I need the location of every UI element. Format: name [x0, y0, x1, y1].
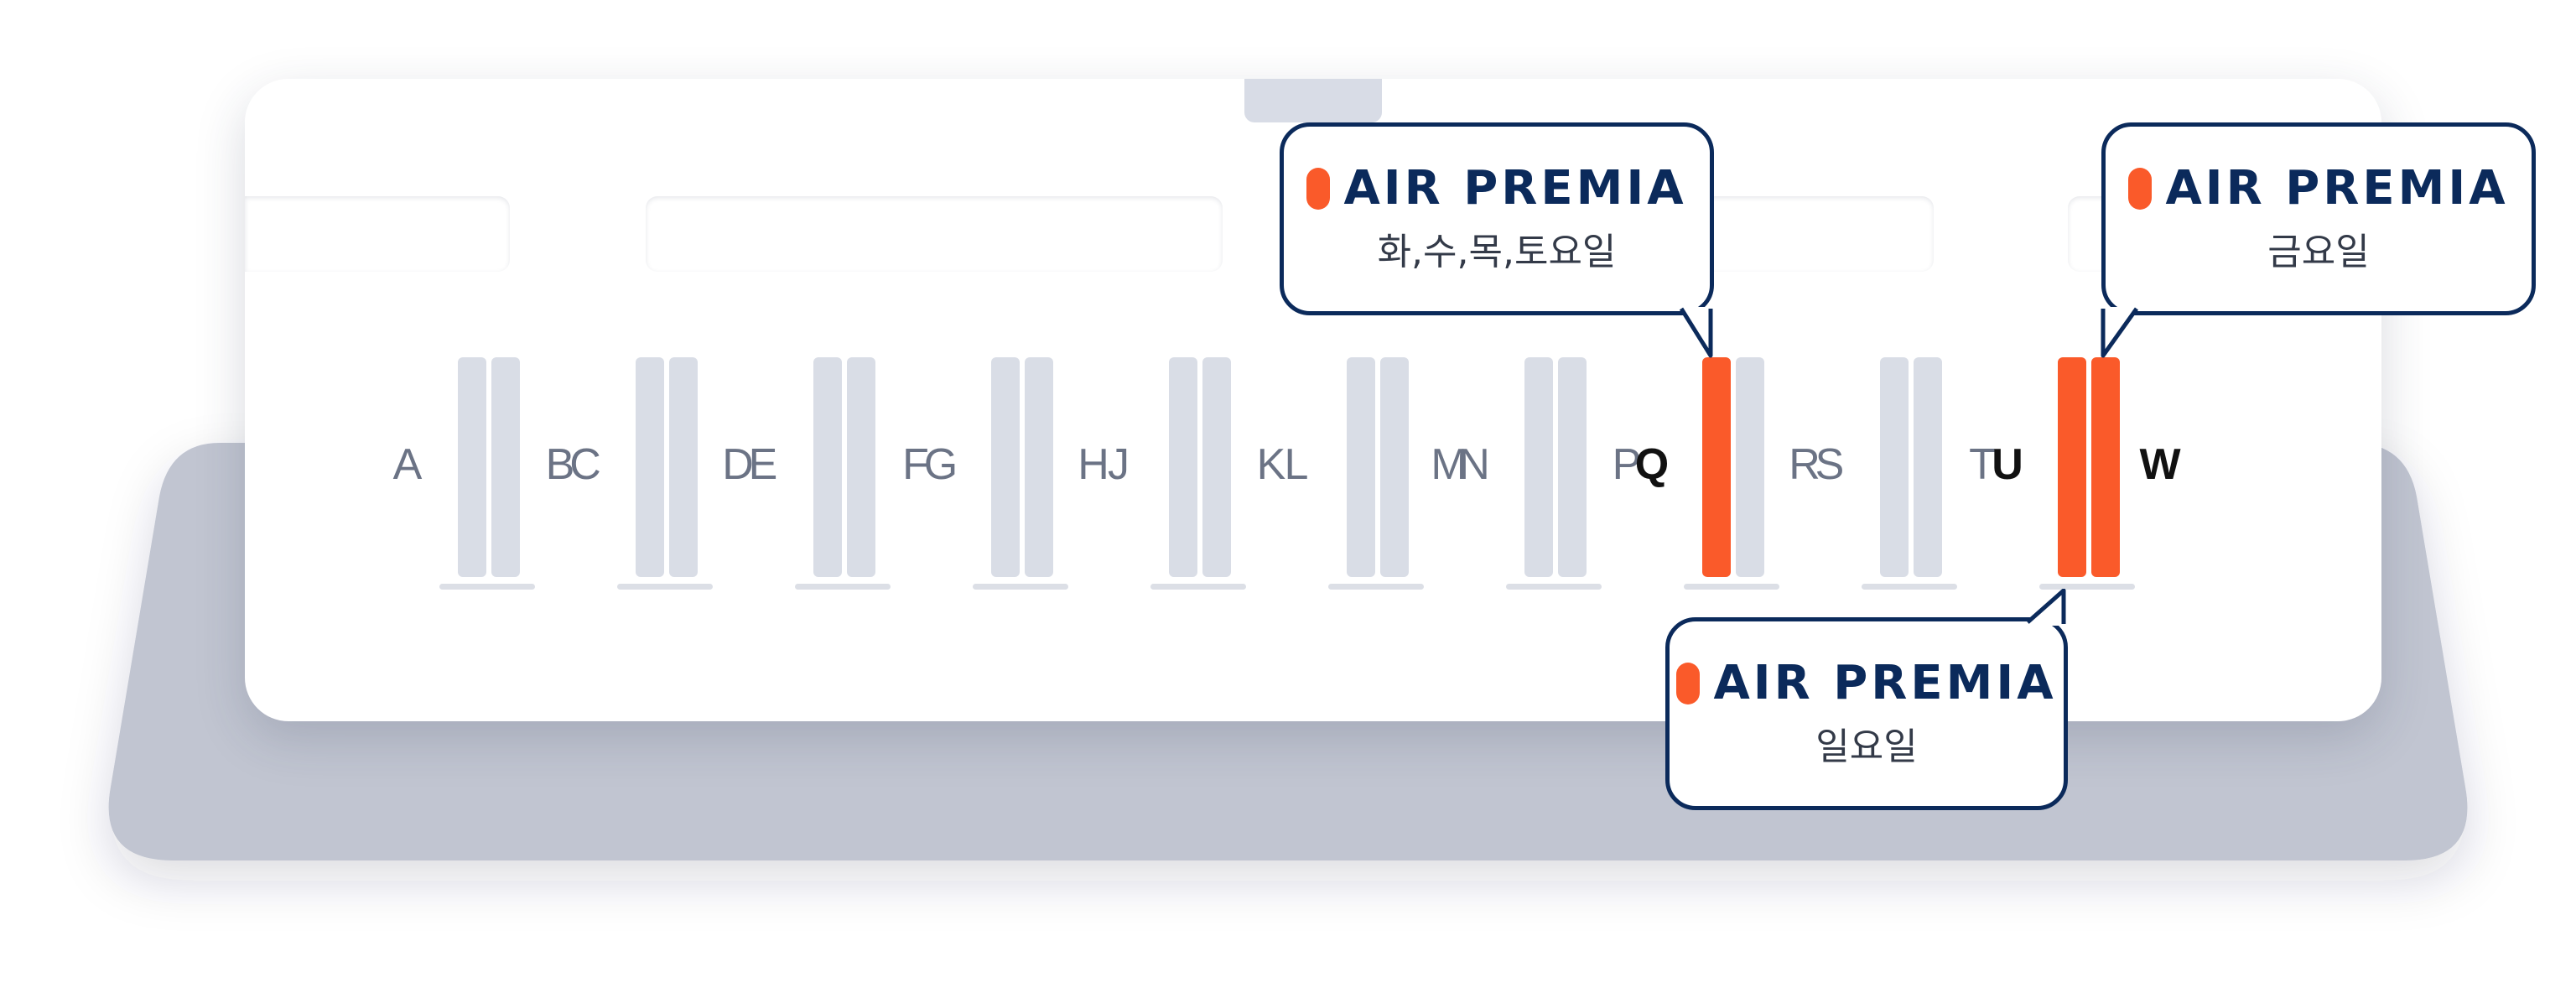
airline-name: AIR PREMIA: [2165, 161, 2509, 216]
callout-pointer: [1679, 307, 1713, 358]
counter-bar: [1202, 357, 1231, 577]
counter-bar: [636, 357, 664, 577]
logo-mark: [1676, 663, 1701, 704]
operating-days: 일요일: [1815, 725, 1918, 768]
counter-bar: [1169, 357, 1197, 577]
operating-days: 화,수,목,토요일: [1377, 231, 1617, 273]
counter-letter: D: [722, 440, 754, 489]
counter-letter: E: [748, 440, 778, 489]
counter-bar: [669, 357, 698, 577]
counter-letter: K: [1256, 440, 1286, 489]
counter-letter: T: [1969, 440, 1996, 489]
counter-bar: [1380, 357, 1409, 577]
logo-mark: [1306, 168, 1331, 210]
counter-base-line: [1328, 584, 1424, 590]
counter-bar: [2058, 357, 2086, 577]
air-premia-logo: AIR PREMIA: [1670, 658, 2064, 709]
counter-base-line: [1506, 584, 1602, 590]
callout-pointer: [2101, 307, 2139, 358]
counter-bar: [813, 357, 842, 577]
counter-letter: C: [569, 440, 601, 489]
counter-base-line: [795, 584, 891, 590]
upper-slot: [245, 196, 510, 272]
counter-letter: S: [1815, 440, 1845, 489]
counter-bar: [1736, 357, 1764, 577]
counter-letter: A: [392, 440, 423, 489]
counter-letter: Q: [1634, 440, 1670, 489]
counter-bar: [458, 357, 486, 577]
operating-days: 금요일: [2267, 231, 2370, 273]
airline-name: AIR PREMIA: [1713, 656, 2057, 710]
counter-bar: [847, 357, 875, 577]
counter-base-line: [1862, 584, 1957, 590]
counter-bar: [1524, 357, 1553, 577]
counter-letter: G: [923, 440, 958, 489]
counter-letter: R: [1789, 440, 1820, 489]
counter-bar: [991, 357, 1020, 577]
counter-letter: U: [1992, 440, 2023, 489]
counter-bar: [1558, 357, 1587, 577]
counter-base-line: [1150, 584, 1246, 590]
counter-letter: B: [545, 440, 575, 489]
counter-letter: F: [902, 440, 929, 489]
counter-letter: W: [2139, 440, 2181, 489]
counter-bar: [2091, 357, 2120, 577]
upper-slot: [1685, 196, 1934, 272]
counter-letter: M: [1431, 440, 1467, 489]
counter-letter: N: [1458, 440, 1490, 489]
upper-slot: [646, 196, 1223, 272]
card-notch: [1244, 79, 1382, 122]
counter-letter: H: [1078, 440, 1109, 489]
counter-base-line: [2039, 584, 2135, 590]
counter-letter: J: [1108, 440, 1130, 489]
counter-bar: [1702, 357, 1731, 577]
airline-callout: AIR PREMIA 화,수,목,토요일: [1280, 122, 1714, 315]
logo-mark: [2128, 168, 2153, 210]
counter-base-line: [439, 584, 535, 590]
counter-letter: L: [1284, 440, 1309, 489]
counter-bar: [1880, 357, 1909, 577]
airline-callout: AIR PREMIA 일요일: [1665, 617, 2068, 810]
counter-base-line: [617, 584, 713, 590]
counter-bar: [1347, 357, 1375, 577]
airline-callout: AIR PREMIA 금요일: [2101, 122, 2536, 315]
counter-base-line: [1684, 584, 1779, 590]
counter-bar: [1025, 357, 1053, 577]
air-premia-logo: AIR PREMIA: [2106, 164, 2532, 214]
airline-name: AIR PREMIA: [1343, 161, 1687, 216]
counter-bar: [491, 357, 520, 577]
counter-bar: [1914, 357, 1942, 577]
air-premia-logo: AIR PREMIA: [1284, 164, 1710, 214]
counter-base-line: [973, 584, 1068, 590]
callout-pointer: [2026, 589, 2066, 626]
counter-letter: P: [1612, 440, 1642, 489]
